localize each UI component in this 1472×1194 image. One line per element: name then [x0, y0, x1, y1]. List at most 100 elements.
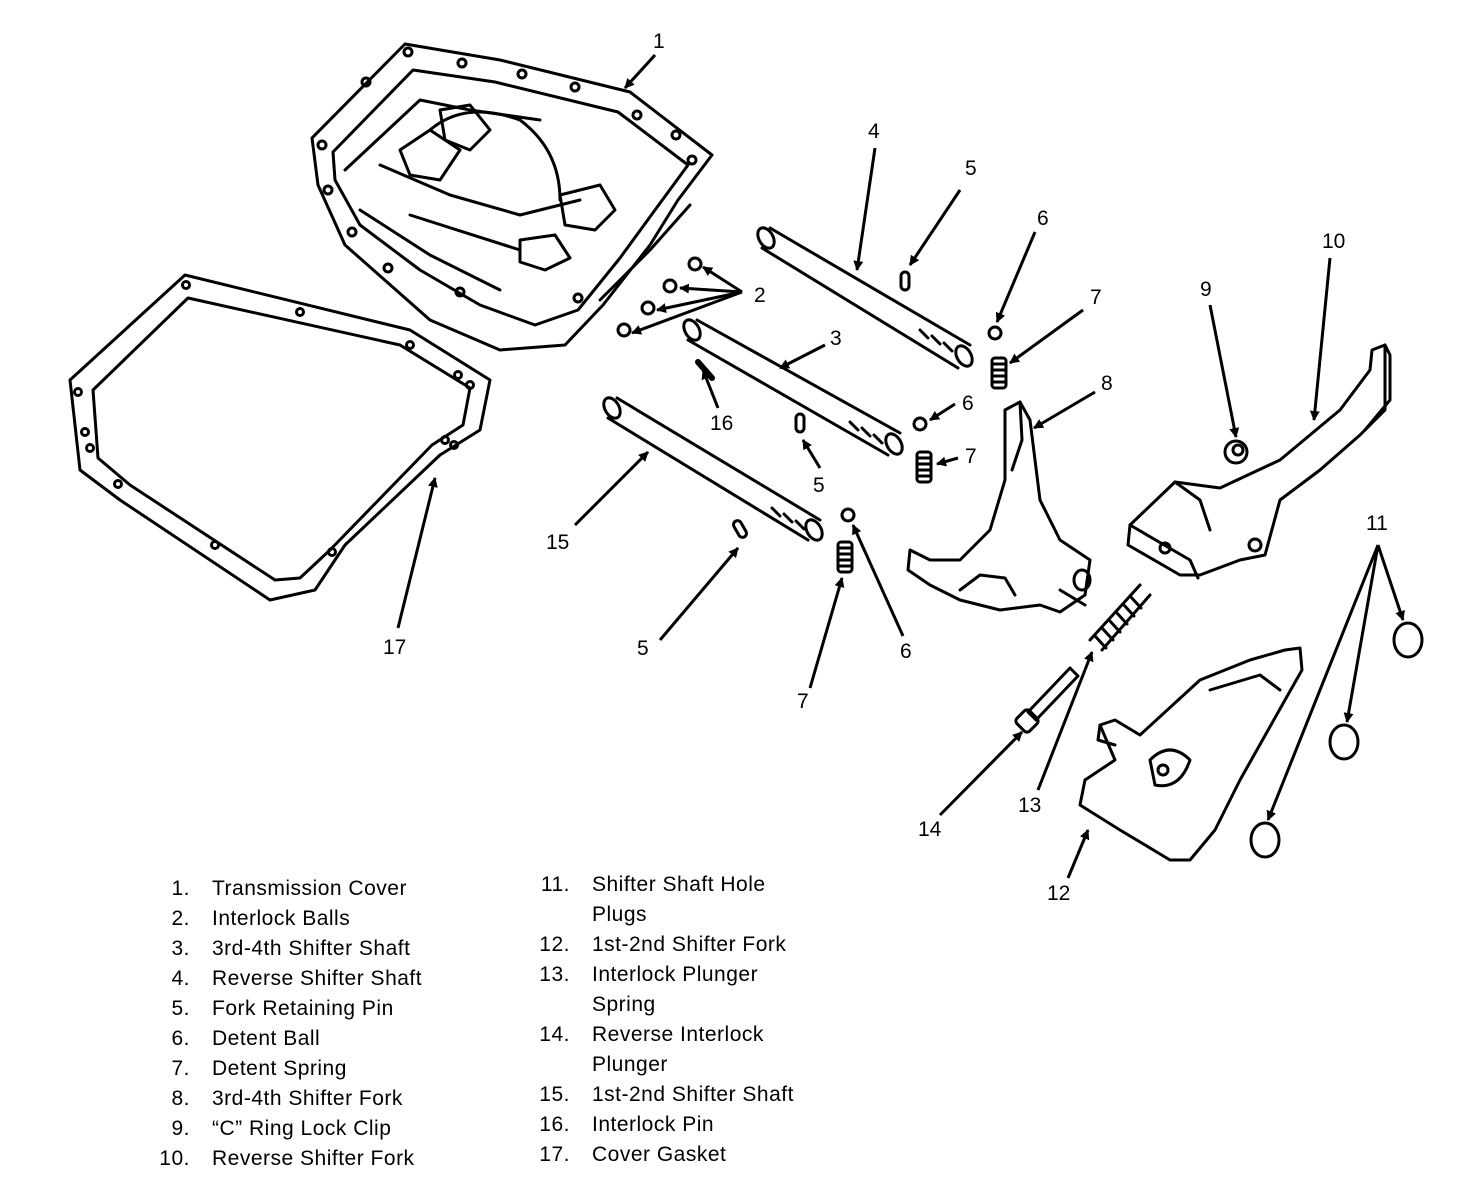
detent-springs [836, 356, 1008, 574]
leader-11b [1343, 544, 1380, 723]
callout-6a: 6 [1037, 207, 1049, 230]
legend-text: Interlock Balls [212, 907, 351, 930]
legend-text: Detent Spring [212, 1057, 347, 1080]
callout-17: 17 [383, 636, 406, 659]
callout-15: 15 [546, 531, 569, 554]
legend-text: Reverse Shifter Shaft [212, 967, 423, 990]
legend-number: 12. [539, 933, 570, 956]
leader-9 [1208, 304, 1240, 438]
legend-number: 5. [171, 997, 190, 1020]
legend-text: Plunger [592, 1053, 668, 1076]
callout-1: 1 [653, 30, 665, 53]
leader-2c [656, 290, 743, 314]
callout-14: 14 [918, 818, 942, 841]
callout-6b: 6 [962, 392, 974, 415]
legend-text: Interlock Pin [592, 1113, 715, 1136]
leader-6a [995, 231, 1037, 323]
legend-text: 1st-2nd Shifter Shaft [592, 1083, 794, 1106]
detent-balls [840, 325, 1003, 523]
legend-number: 15. [539, 1083, 570, 1106]
leader-8 [1033, 390, 1096, 430]
leader-5b [801, 439, 822, 469]
legend-number: 11. [540, 873, 570, 896]
leader-7b [936, 456, 959, 467]
legend-number: 3. [171, 937, 190, 960]
3rd-4th-shifter-shaft [682, 318, 904, 457]
leader-17 [396, 477, 438, 629]
1st-2nd-shifter-fork [1078, 646, 1304, 862]
legend-text: Cover Gasket [592, 1143, 727, 1166]
legend-number: 13. [539, 963, 570, 986]
legend-number: 14. [539, 1023, 570, 1046]
transmission-cover [310, 42, 714, 352]
leader-2d [631, 290, 743, 335]
leader-6c [851, 524, 905, 637]
legend-number: 6. [171, 1027, 190, 1050]
legend-number: 2. [171, 907, 190, 930]
callout-12: 12 [1047, 882, 1070, 905]
interlock-plunger-spring [1088, 583, 1152, 652]
callout-5c: 5 [637, 637, 649, 660]
leader-4 [853, 147, 877, 271]
legend-text: Interlock Plunger [592, 963, 759, 986]
callout-13: 13 [1018, 794, 1041, 817]
legend-text: Detent Ball [212, 1027, 321, 1050]
legend-text: Transmission Cover [212, 877, 407, 900]
leader-10 [1309, 257, 1332, 421]
callout-7a: 7 [1090, 286, 1102, 309]
legend-text: Spring [592, 993, 656, 1016]
leader-12 [1066, 829, 1090, 879]
parts-legend-left: 1. Transmission Cover 2. Interlock Balls 3… [150, 874, 510, 1174]
callout-10: 10 [1322, 230, 1345, 253]
leader-15 [573, 450, 650, 527]
cover-gasket [68, 273, 492, 602]
reverse-shifter-shaft [756, 226, 974, 370]
callout-7b: 7 [965, 445, 977, 468]
legend-text: 3rd-4th Shifter Fork [212, 1087, 403, 1110]
callout-7c: 7 [797, 690, 809, 713]
callout-4: 4 [868, 120, 880, 143]
legend-text: Reverse Shifter Fork [212, 1147, 415, 1170]
callout-5b: 5 [813, 474, 825, 497]
1st-2nd-shifter-shaft [602, 396, 824, 542]
legend-number: 7. [171, 1057, 190, 1080]
leader-11c [1266, 544, 1380, 821]
leader-1 [623, 53, 657, 90]
leader-11a [1376, 544, 1405, 621]
callout-6c: 6 [900, 640, 912, 663]
leader-7a [1009, 308, 1084, 365]
leader-3 [779, 343, 826, 370]
leader-5c [658, 547, 740, 641]
callout-11: 11 [1366, 512, 1388, 535]
legend-number: 17. [539, 1143, 570, 1166]
c-ring-lock-clip [1223, 439, 1249, 465]
legend-text: Fork Retaining Pin [212, 997, 394, 1020]
shifter-shaft-hole-plugs [1249, 621, 1424, 859]
leader-6b [929, 402, 956, 422]
leader-2b [679, 283, 743, 294]
leader-5a [908, 189, 962, 266]
fork-retaining-pins [732, 270, 911, 539]
callout-16: 16 [710, 412, 733, 435]
reverse-shifter-fork [1126, 343, 1392, 580]
callout-8: 8 [1101, 372, 1113, 395]
legend-number: 8. [171, 1087, 190, 1110]
legend-text: 3rd-4th Shifter Shaft [212, 937, 411, 960]
legend-text: Reverse Interlock [592, 1023, 764, 1046]
legend-number: 1. [171, 877, 190, 900]
legend-number: 9. [171, 1117, 190, 1140]
leader-16 [701, 369, 720, 409]
legend-number: 10. [159, 1147, 190, 1170]
leader-13 [1036, 651, 1094, 791]
callout-2: 2 [754, 284, 766, 307]
leader-2a [702, 265, 743, 294]
3rd-4th-shifter-fork [906, 400, 1092, 614]
callout-9: 9 [1200, 278, 1212, 301]
callout-5a: 5 [965, 157, 977, 180]
interlock-balls [616, 256, 703, 338]
legend-number: 16. [539, 1113, 570, 1136]
leader-7c [808, 577, 845, 689]
callout-3: 3 [830, 327, 842, 350]
parts-legend-right: 11.Shifter Shaft Hole Plugs 12.1st-2nd S… [530, 870, 890, 1170]
